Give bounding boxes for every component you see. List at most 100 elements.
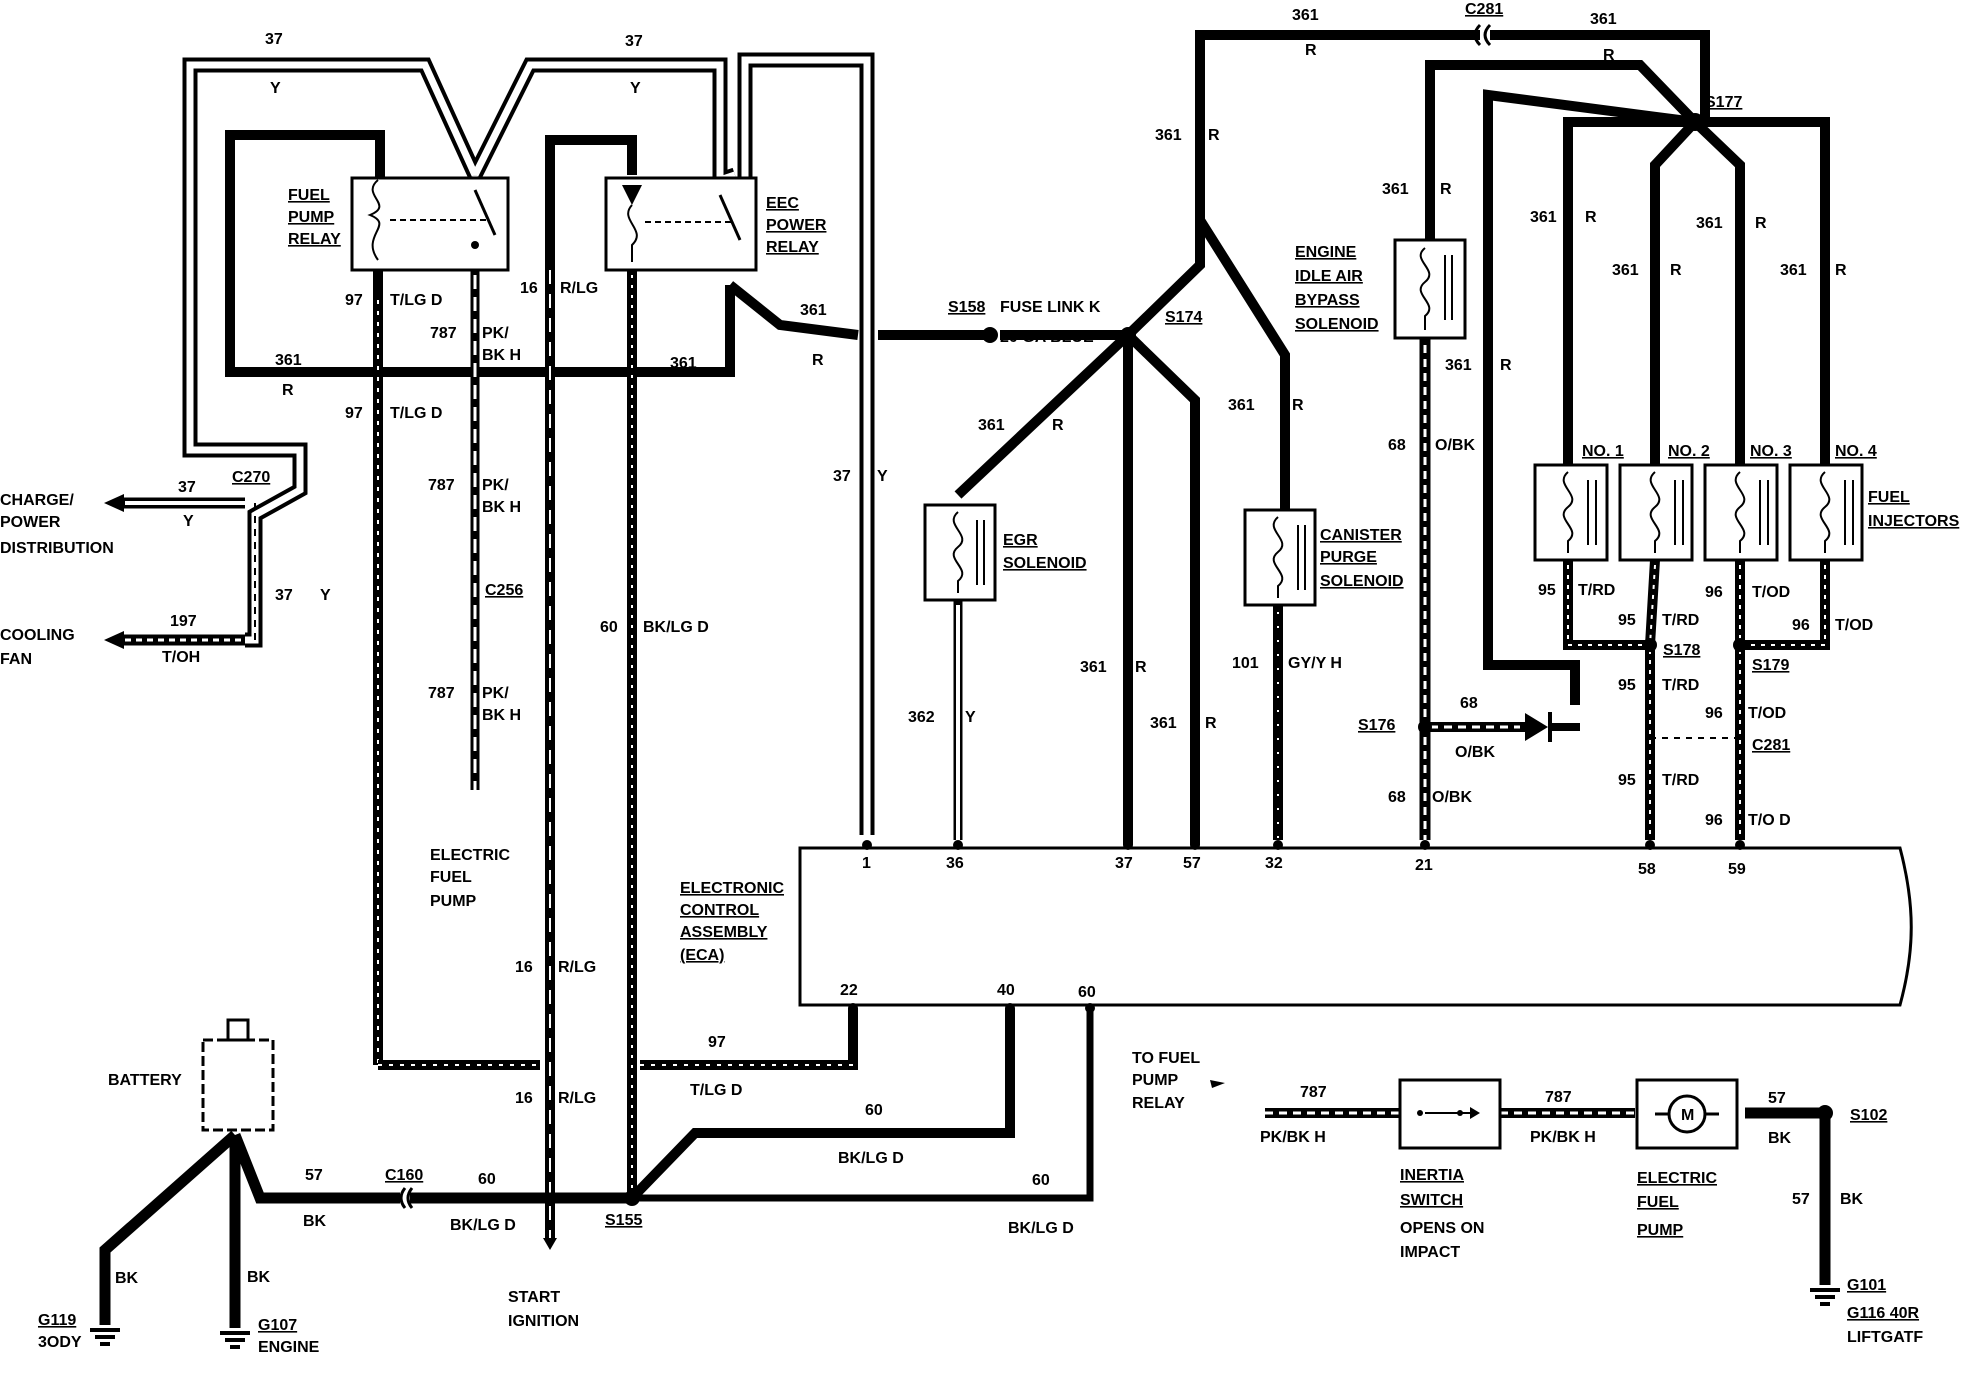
battery-icon (201, 1018, 275, 1132)
label-97: 97 (345, 405, 363, 422)
label-bklgd: BK/LG D (450, 1217, 516, 1234)
eca-label: ELECTRONIC (680, 880, 784, 897)
label-95: 95 (1538, 582, 1556, 599)
fuel-injector-1 (1533, 463, 1609, 562)
label-pk: PK/ (482, 477, 509, 494)
electric-fuel-pump-label: ELECTRIC (430, 847, 510, 864)
c281-top-label: C281 (1465, 1, 1503, 18)
s176-splice (1418, 720, 1432, 734)
label-bk: BK (247, 1269, 271, 1286)
wire-60-bklgd (627, 270, 1094, 1202)
label-97: 97 (345, 292, 363, 309)
label-bklgd: BK/LG D (643, 619, 709, 636)
pin-label: 37 (1115, 855, 1133, 872)
label-787: 787 (428, 477, 455, 494)
eca-label: ASSEMBLY (680, 924, 768, 941)
g101-label: G101 (1847, 1277, 1886, 1294)
label-tod: T/OD (1835, 617, 1873, 634)
label-361: 361 (1080, 659, 1107, 676)
pin-label: 1 (862, 855, 871, 872)
label-tlgd: T/LG D (690, 1082, 742, 1099)
pin-label: 58 (1638, 861, 1656, 878)
electric-fuel-pump-label: FUEL (430, 869, 472, 886)
ground-g119-icon (90, 1328, 120, 1346)
wire-361-relay-loop (225, 130, 859, 1240)
label-bk: BK (115, 1270, 139, 1287)
canister-purge-label: PURGE (1320, 549, 1377, 566)
wire-97-tlgd (373, 270, 858, 1070)
label-r: R (1500, 357, 1512, 374)
label-obk: O/BK (1432, 789, 1472, 806)
to-fuel-pump-relay-arrow-icon (1210, 1080, 1225, 1088)
to-fuel-pump-relay-label: PUMP (1132, 1072, 1179, 1089)
label-361: 361 (1445, 357, 1472, 374)
label-787: 787 (1545, 1089, 1572, 1106)
label-361: 361 (1590, 11, 1617, 28)
label-16: 16 (520, 280, 538, 297)
label-rlg: R/LG (558, 959, 596, 976)
label-pkbkh: PK/BK H (1260, 1129, 1326, 1146)
label-bklgd: BK/LG D (838, 1150, 904, 1167)
s177-splice (1686, 113, 1704, 131)
label-y: Y (270, 80, 281, 97)
label-y: Y (877, 468, 888, 485)
label-y: Y (320, 587, 331, 604)
label-361: 361 (800, 302, 827, 319)
electric-fuel-pump-label: FUEL (1637, 1194, 1679, 1211)
label-r: R (1305, 42, 1317, 59)
eca-pins (848, 840, 1745, 1013)
s155-splice (624, 1190, 640, 1206)
inertia-switch (1398, 1078, 1502, 1150)
label-68: 68 (1388, 437, 1406, 454)
egr-solenoid (923, 503, 997, 602)
egr-solenoid-label: SOLENOID (1003, 555, 1087, 572)
label-y: Y (965, 709, 976, 726)
label-37: 37 (625, 33, 643, 50)
body-label: 3ODY (38, 1334, 82, 1351)
label-r: R (1755, 215, 1767, 232)
label-r: R (1205, 715, 1217, 732)
label-trd: T/RD (1578, 582, 1615, 599)
fuel-injectors-label: FUEL (1868, 489, 1910, 506)
s178-label: S178 (1663, 642, 1700, 659)
label-pk: PK/ (482, 685, 509, 702)
labels: 37 Y 37 Y FUEL PUMP RELAY EEC POWER RELA… (0, 1, 1960, 1356)
label-r: R (1052, 417, 1064, 434)
fuel-injector-4 (1788, 463, 1864, 562)
wire-68-obk (1419, 338, 1525, 840)
label-787: 787 (1300, 1084, 1327, 1101)
label-361: 361 (1155, 127, 1182, 144)
label-361: 361 (1382, 181, 1409, 198)
label-tod: T/O D (1748, 812, 1791, 829)
electric-fuel-pump-motor (1635, 1078, 1739, 1150)
label-bkh: BK H (482, 499, 521, 516)
label-57: 57 (1792, 1191, 1810, 1208)
eec-power-relay-label: RELAY (766, 239, 819, 256)
eec-power-relay-label: POWER (766, 217, 827, 234)
ground-g107-icon (220, 1331, 250, 1349)
label-361: 361 (978, 417, 1005, 434)
label-16: 16 (515, 959, 533, 976)
to-fuel-pump-relay-label: RELAY (1132, 1095, 1185, 1112)
label-57: 57 (305, 1167, 323, 1184)
fuel-injector-3 (1703, 463, 1779, 562)
label-r: R (812, 352, 824, 369)
injector-label: NO. 1 (1582, 443, 1624, 460)
label-57: 57 (1768, 1090, 1786, 1107)
label-361: 361 (1228, 397, 1255, 414)
label-bkh: BK H (482, 707, 521, 724)
engine-idle-label: BYPASS (1295, 292, 1360, 309)
label-361: 361 (1780, 262, 1807, 279)
label-787: 787 (428, 685, 455, 702)
fuel-pump-relay-label: PUMP (288, 209, 335, 226)
pin-label: 22 (840, 982, 858, 999)
label-y: Y (630, 80, 641, 97)
label-y: Y (183, 513, 194, 530)
s179-splice (1733, 638, 1747, 652)
label-60: 60 (1032, 1172, 1050, 1189)
label-97: 97 (708, 1034, 726, 1051)
label-r: R (1585, 209, 1597, 226)
label-r: R (1835, 262, 1847, 279)
label-r: R (1208, 127, 1220, 144)
